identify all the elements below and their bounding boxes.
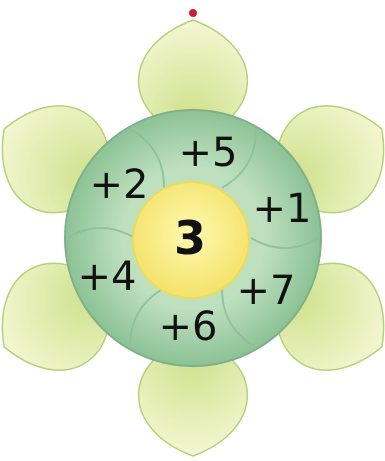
operation-bottom-left: +4	[78, 254, 137, 300]
operation-bottom-right: +7	[237, 268, 296, 314]
operation-top: +5	[179, 130, 238, 176]
marker-dot	[189, 9, 197, 17]
center-value: 3	[174, 211, 206, 265]
operation-top-right: +1	[253, 186, 312, 232]
operation-bottom: +6	[159, 304, 218, 350]
operation-top-left: +2	[90, 162, 149, 208]
